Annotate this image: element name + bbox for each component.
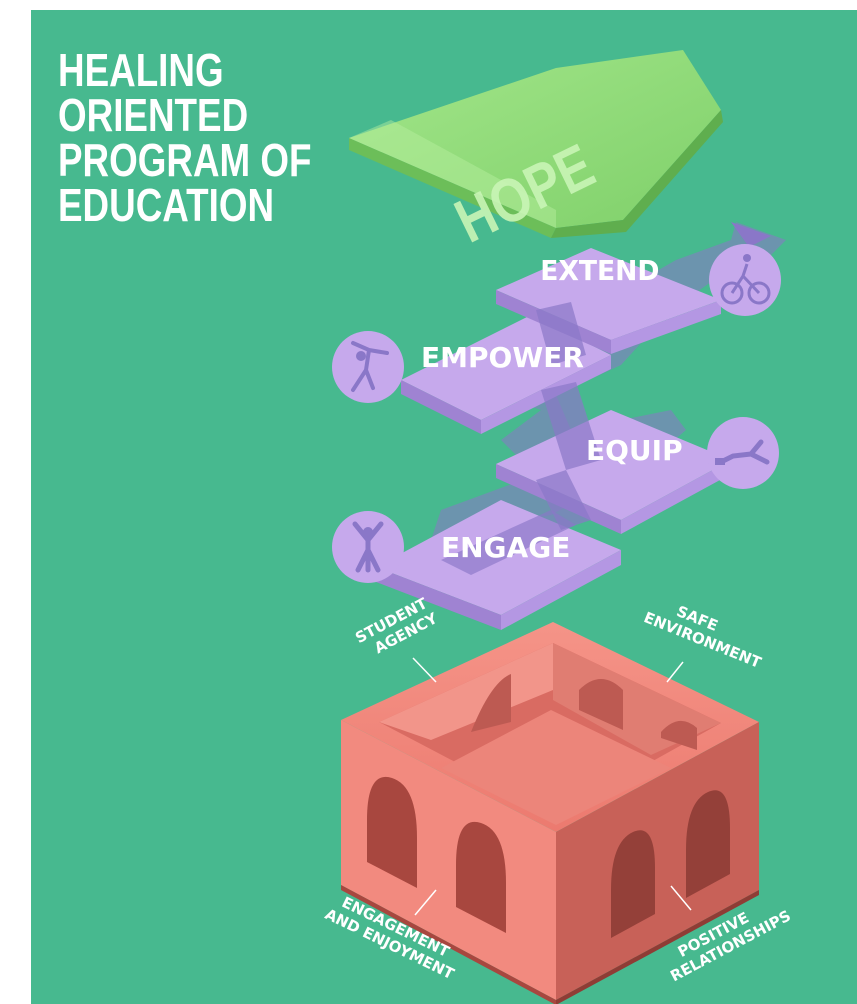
cyclist-icon (709, 244, 781, 316)
house-base (341, 622, 759, 1004)
poster-background: HEALING ORIENTED PROGRAM OF EDUCATION HO… (31, 10, 857, 1004)
title-line-4: EDUCATION (58, 179, 275, 231)
staircase: EXTEND EMPOWER EQUIP ENGAGE (332, 222, 786, 630)
pillar-safe-environment: SAFE ENVIRONMENT (641, 592, 771, 683)
step-label-engage: ENGAGE (441, 531, 570, 564)
title-line-3: PROGRAM OF (58, 134, 312, 186)
hope-diagram: HOPE (322, 50, 794, 1004)
title-line-2: ORIENTED (58, 89, 249, 141)
step-equip-platform (496, 410, 731, 520)
pillar-student-agency: STUDENT AGENCY (352, 592, 443, 683)
cartwheel-icon (332, 331, 404, 403)
page-title: HEALING ORIENTED PROGRAM OF EDUCATION (58, 44, 312, 231)
reading-icon (707, 417, 779, 489)
step-extend-platform (496, 248, 721, 340)
cheering-child-icon (332, 511, 404, 583)
roof: HOPE (349, 50, 723, 257)
svg-text:SAFE ENVIRONMENT: SAFE ENVIRONMENT (641, 592, 771, 672)
svg-text:STUDENT AGENCY: STUDENT AGENCY (352, 592, 443, 663)
step-label-empower: EMPOWER (421, 341, 584, 374)
title-line-1: HEALING (58, 44, 224, 96)
step-label-equip: EQUIP (586, 434, 683, 467)
step-label-extend: EXTEND (540, 255, 659, 287)
